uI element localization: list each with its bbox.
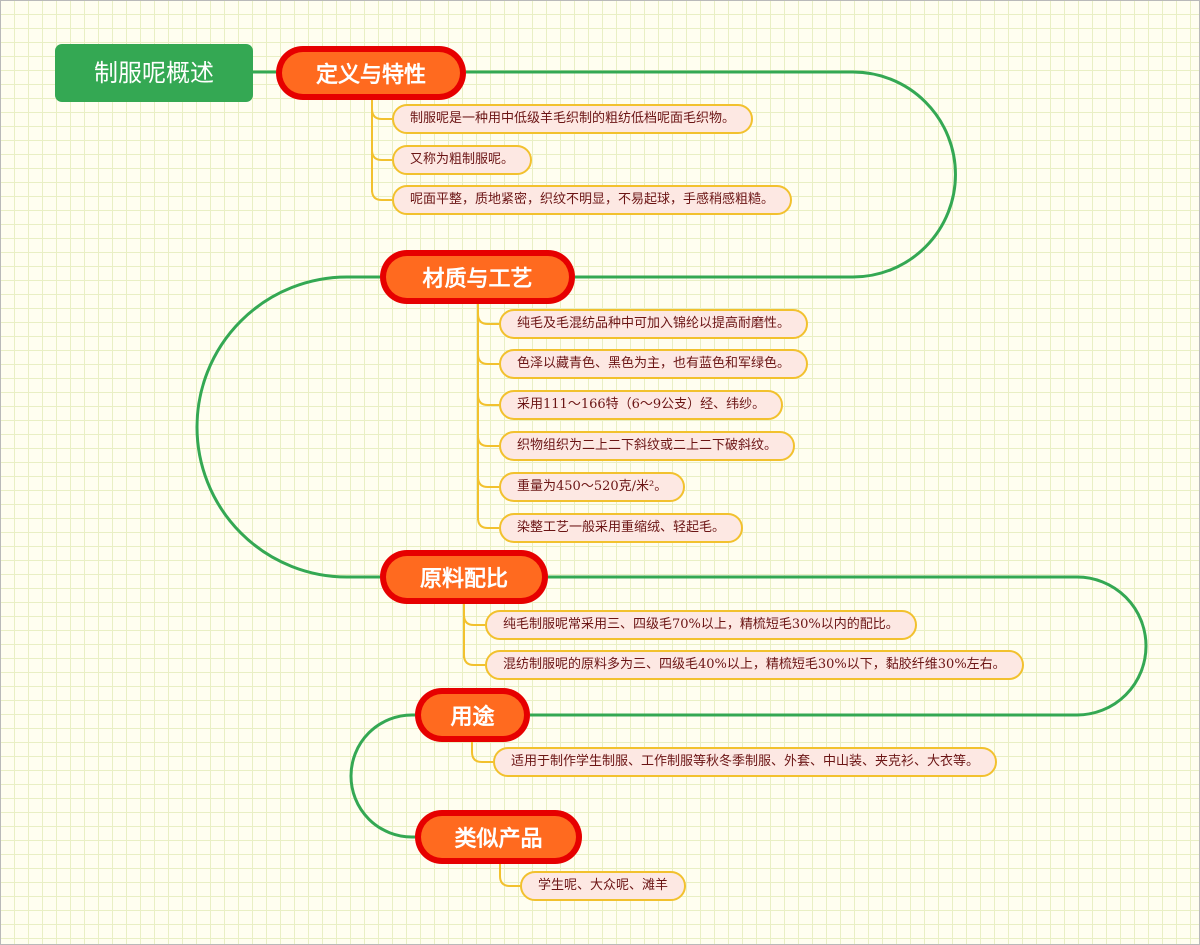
branch-label: 材质与工艺 <box>386 256 569 298</box>
flow-link-4-5 <box>349 713 415 839</box>
leaf-node[interactable]: 呢面平整，质地紧密，织纹不明显，不易起球，手感稍感粗糙。 <box>392 185 793 215</box>
root-node[interactable]: 制服呢概述 <box>55 44 253 102</box>
leaf-node[interactable]: 色泽以藏青色、黑色为主，也有蓝色和军绿色。 <box>499 349 809 379</box>
flow-link-1-2 <box>466 70 957 279</box>
branch-node-usage[interactable]: 用途 <box>415 688 530 742</box>
branch-node-material[interactable]: 材质与工艺 <box>380 250 575 304</box>
leaf-node[interactable]: 学生呢、大众呢、滩羊 <box>520 871 687 901</box>
branch-node-ratio[interactable]: 原料配比 <box>380 550 548 604</box>
leaf-node[interactable]: 织物组织为二上二下斜纹或二上二下破斜纹。 <box>499 431 796 461</box>
branch-node-similar[interactable]: 类似产品 <box>415 810 582 864</box>
leaf-connectors <box>371 95 520 887</box>
branch-label: 类似产品 <box>421 816 576 858</box>
branch-label: 原料配比 <box>386 556 542 598</box>
leaf-node[interactable]: 纯毛及毛混纺品种中可加入锦纶以提高耐磨性。 <box>499 309 809 339</box>
leaf-node[interactable]: 纯毛制服呢常采用三、四级毛70%以上，精梳短毛30%以内的配比。 <box>485 610 917 640</box>
leaf-node[interactable]: 染整工艺一般采用重缩绒、轻起毛。 <box>499 513 744 543</box>
leaf-node[interactable]: 制服呢是一种用中低级羊毛织制的粗纺低档呢面毛织物。 <box>392 104 754 134</box>
branch-label: 定义与特性 <box>282 52 460 94</box>
leaf-node[interactable]: 重量为450～520克/米²。 <box>499 472 686 502</box>
branch-node-definition[interactable]: 定义与特性 <box>276 46 466 100</box>
flow-link-2-3 <box>195 275 380 579</box>
flow-link-3-4 <box>530 575 1148 717</box>
leaf-node[interactable]: 适用于制作学生制服、工作制服等秋冬季制服、外套、中山装、夹克衫、大衣等。 <box>493 747 998 777</box>
leaf-node[interactable]: 采用111～166特（6～9公支）经、纬纱。 <box>499 390 784 420</box>
leaf-node[interactable]: 又称为粗制服呢。 <box>392 145 533 175</box>
leaf-node[interactable]: 混纺制服呢的原料多为三、四级毛40%以上，精梳短毛30%以下，黏胶纤维30%左右… <box>485 650 1024 680</box>
branch-label: 用途 <box>421 694 524 736</box>
